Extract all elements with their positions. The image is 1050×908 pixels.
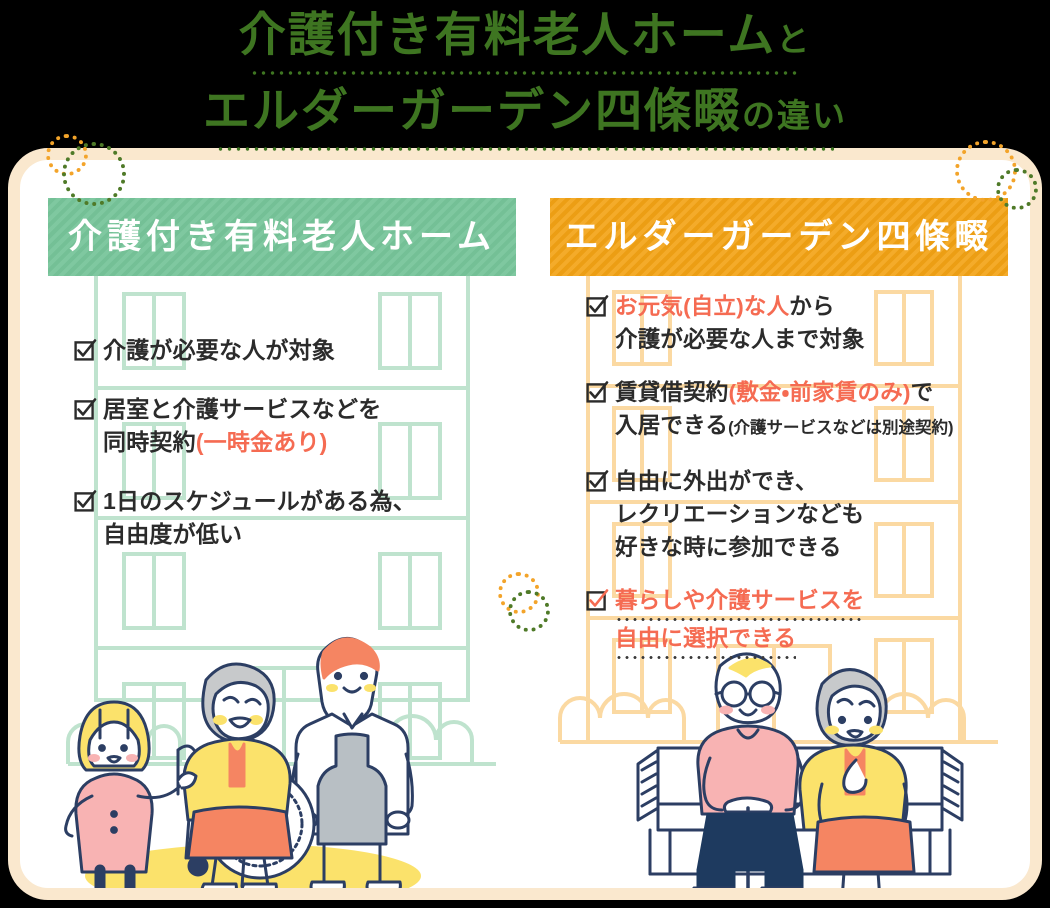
list-item-text-part: 居室と介護サービスなどを	[103, 396, 382, 422]
list-item-text-part: 自由に選択できる	[615, 622, 797, 660]
list-item-text-part: お元気(自立)な人	[615, 294, 790, 319]
list-item: 介護が必要な人が対象	[74, 334, 516, 367]
list-item-text: 自由に外出ができ、レクリエーションなども好きな時に参加できる	[615, 465, 864, 564]
list-item-text-part: で	[910, 380, 934, 405]
column-right-header: エルダーガーデン四條畷	[550, 198, 1008, 276]
checkbox-checked-red-icon	[586, 589, 609, 611]
list-item: 暮らしや介護サービスを自由に選択できる	[586, 584, 1018, 660]
list-item: 賃貸借契約(敷金・前家賃のみ)で入居できる(介護サービスなどは別途契約)	[586, 376, 1018, 445]
list-item-text-part: 介護が必要な人が対象	[103, 337, 335, 363]
title-dotted-underline-1	[250, 71, 800, 75]
list-item-text-part: 賃貸借契約	[615, 380, 729, 405]
column-right-header-label: エルダーガーデン四條畷	[564, 217, 994, 257]
list-item: お元気(自立)な人から介護が必要な人まで対象	[586, 290, 1018, 356]
dotted-circle-green-top-right	[996, 168, 1038, 210]
list-item-text-part: 1日のスケジュールがある為、	[103, 488, 416, 514]
list-item-text-part: (介護サービスなどは別途契約)	[728, 419, 954, 437]
checkbox-checked-icon	[74, 490, 97, 512]
list-item-text: お元気(自立)な人から介護が必要な人まで対象	[615, 290, 865, 356]
list-item-text-part: 自由度が低い	[103, 521, 243, 547]
column-left: 介護付き有料老人ホーム 介護が必要な人が対象居室と介護サービスなどを同時契約(一…	[48, 198, 516, 888]
list-item-text-part: (敷金・前家賃のみ)	[728, 380, 911, 405]
title-line-2-suffix: の違い	[742, 96, 847, 135]
comparison-card: 介護付き有料老人ホーム 介護が必要な人が対象居室と介護サービスなどを同時契約(一…	[8, 148, 1042, 900]
list-item: 1日のスケジュールがある為、自由度が低い	[74, 485, 516, 551]
title-line-1-main: 介護付き有料老人ホーム	[238, 8, 777, 63]
list-item-text-part: 介護が必要な人まで対象	[615, 327, 865, 352]
list-item-text-part: 暮らしや介護サービスを	[615, 584, 865, 622]
list-item: 自由に外出ができ、レクリエーションなども好きな時に参加できる	[586, 465, 1018, 564]
column-right: エルダーガーデン四條畷 お元気(自立)な人から介護が必要な人まで対象賃貸借契約(…	[550, 198, 1018, 888]
checkbox-checked-icon	[74, 339, 97, 361]
list-item-text-part: から	[789, 294, 835, 319]
list-item-text: 1日のスケジュールがある為、自由度が低い	[103, 485, 416, 551]
illustration-right	[610, 638, 990, 888]
list-item-text-part: (一時金あり)	[195, 429, 328, 455]
checkbox-checked-icon	[586, 381, 609, 403]
checkbox-checked-icon	[586, 470, 609, 492]
list-item-text: 居室と介護サービスなどを同時契約(一時金あり)	[103, 393, 381, 459]
column-right-list: お元気(自立)な人から介護が必要な人まで対象賃貸借契約(敷金・前家賃のみ)で入居…	[550, 276, 1018, 660]
list-item-text-part: 同時契約	[103, 429, 196, 455]
title-dotted-underline-2	[215, 147, 835, 151]
title-line-2-main: エルダーガーデン四條畷	[203, 84, 742, 139]
title-line-1: 介護付き有料老人ホームと	[238, 8, 812, 75]
checkbox-checked-icon	[586, 295, 609, 317]
list-item-text-part: レクリエーションなども	[615, 502, 865, 527]
column-left-list: 介護が必要な人が対象居室と介護サービスなどを同時契約(一時金あり) 1日のスケジュ…	[48, 276, 516, 551]
column-left-header: 介護付き有料老人ホーム	[48, 198, 516, 276]
list-item-text-part: 好きな時に参加できる	[615, 535, 842, 560]
page-title: 介護付き有料老人ホームと エルダーガーデン四條畷の違い	[0, 0, 1050, 160]
column-left-header-label: 介護付き有料老人ホーム	[68, 217, 496, 257]
list-item: 居室と介護サービスなどを同時契約(一時金あり)	[74, 393, 516, 459]
dotted-circle-green-top-left	[62, 142, 126, 206]
checkbox-checked-icon	[74, 398, 97, 420]
illustration-left	[38, 608, 508, 888]
title-line-1-suffix: と	[776, 20, 812, 59]
list-item-text: 賃貸借契約(敷金・前家賃のみ)で入居できる(介護サービスなどは別途契約)	[615, 376, 954, 445]
list-item-text-part: 入居できる	[615, 413, 729, 438]
dotted-circle-green-mid-right	[508, 590, 550, 632]
list-item-text-part: 自由に外出ができ、	[615, 469, 818, 494]
list-item-text: 介護が必要な人が対象	[103, 334, 335, 367]
title-line-2: エルダーガーデン四條畷の違い	[203, 84, 847, 151]
list-item-text: 暮らしや介護サービスを自由に選択できる	[615, 584, 865, 660]
